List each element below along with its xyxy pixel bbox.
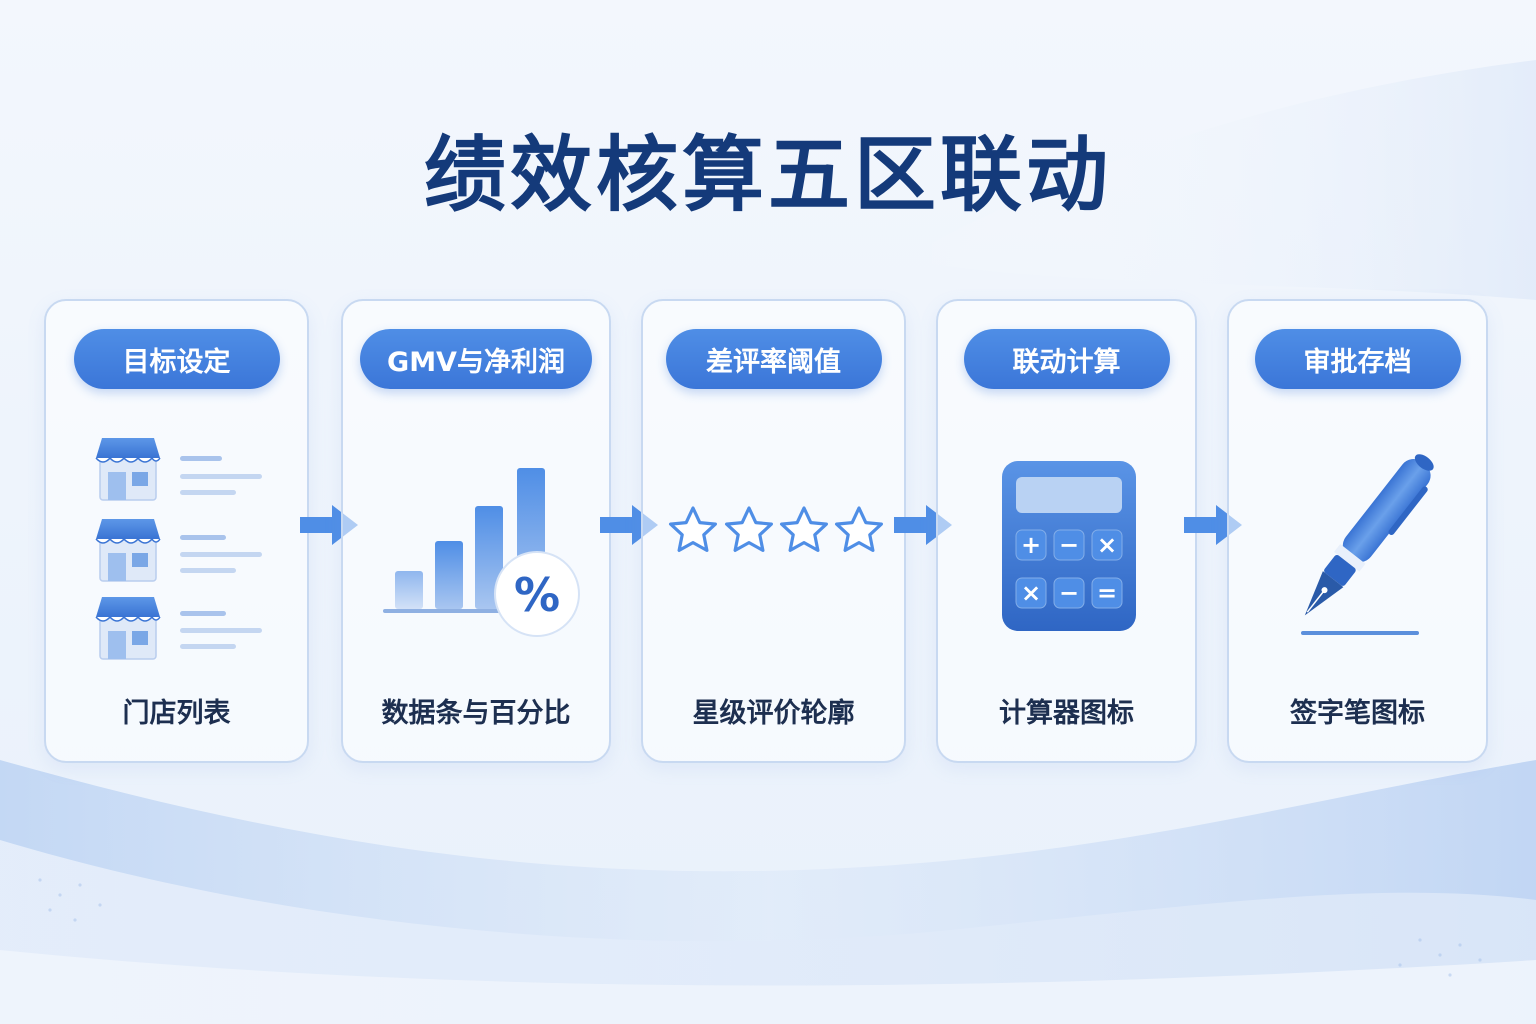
step-caption-approval: 签字笔图标 [1290,698,1425,729]
step-label-bad-review: 差评率阈值 [665,329,882,389]
step-caption-gmv-profit: 数据条与百分比 [381,698,571,729]
step-label-approval: 审批存档 [1254,329,1461,389]
percent-badge: % [514,568,560,622]
step-label-gmv-profit: GMV与净利润 [360,329,592,389]
calc-key: × [1097,531,1117,559]
calc-key: − [1059,531,1079,559]
page-title: 绩效核算五区联动 [423,128,1112,223]
step-label-target: 目标设定 [73,329,280,389]
step-caption-target: 门店列表 [122,698,231,729]
calc-key: = [1097,579,1117,607]
step-caption-linked-calc: 计算器图标 [999,698,1134,729]
star-outline-icon [669,506,883,552]
bar-chart-percent-icon: % [383,468,580,637]
step-card-approval: 审批存档 签字笔图标 [1227,299,1488,763]
step-card-gmv-profit: GMV与净利润 % 数据条与百分比 [341,299,611,763]
bar-2 [435,541,463,609]
calculator-icon: + − × × − = [1002,461,1136,631]
calc-key: − [1059,579,1079,607]
step-card-bad-review: 差评率阈值 星级评价轮廓 [641,299,906,763]
step-caption-bad-review: 星级评价轮廓 [692,698,855,729]
calc-key: + [1021,531,1041,559]
bar-1 [395,571,423,609]
fountain-pen-icon [1301,454,1434,635]
step-card-linked-calc: 联动计算 + − × × − [936,299,1197,763]
storefront-list-icon [95,438,262,660]
step-card-target: 目标设定 [44,299,309,763]
calc-key: × [1021,579,1041,607]
step-label-linked-calc: 联动计算 [963,329,1170,389]
